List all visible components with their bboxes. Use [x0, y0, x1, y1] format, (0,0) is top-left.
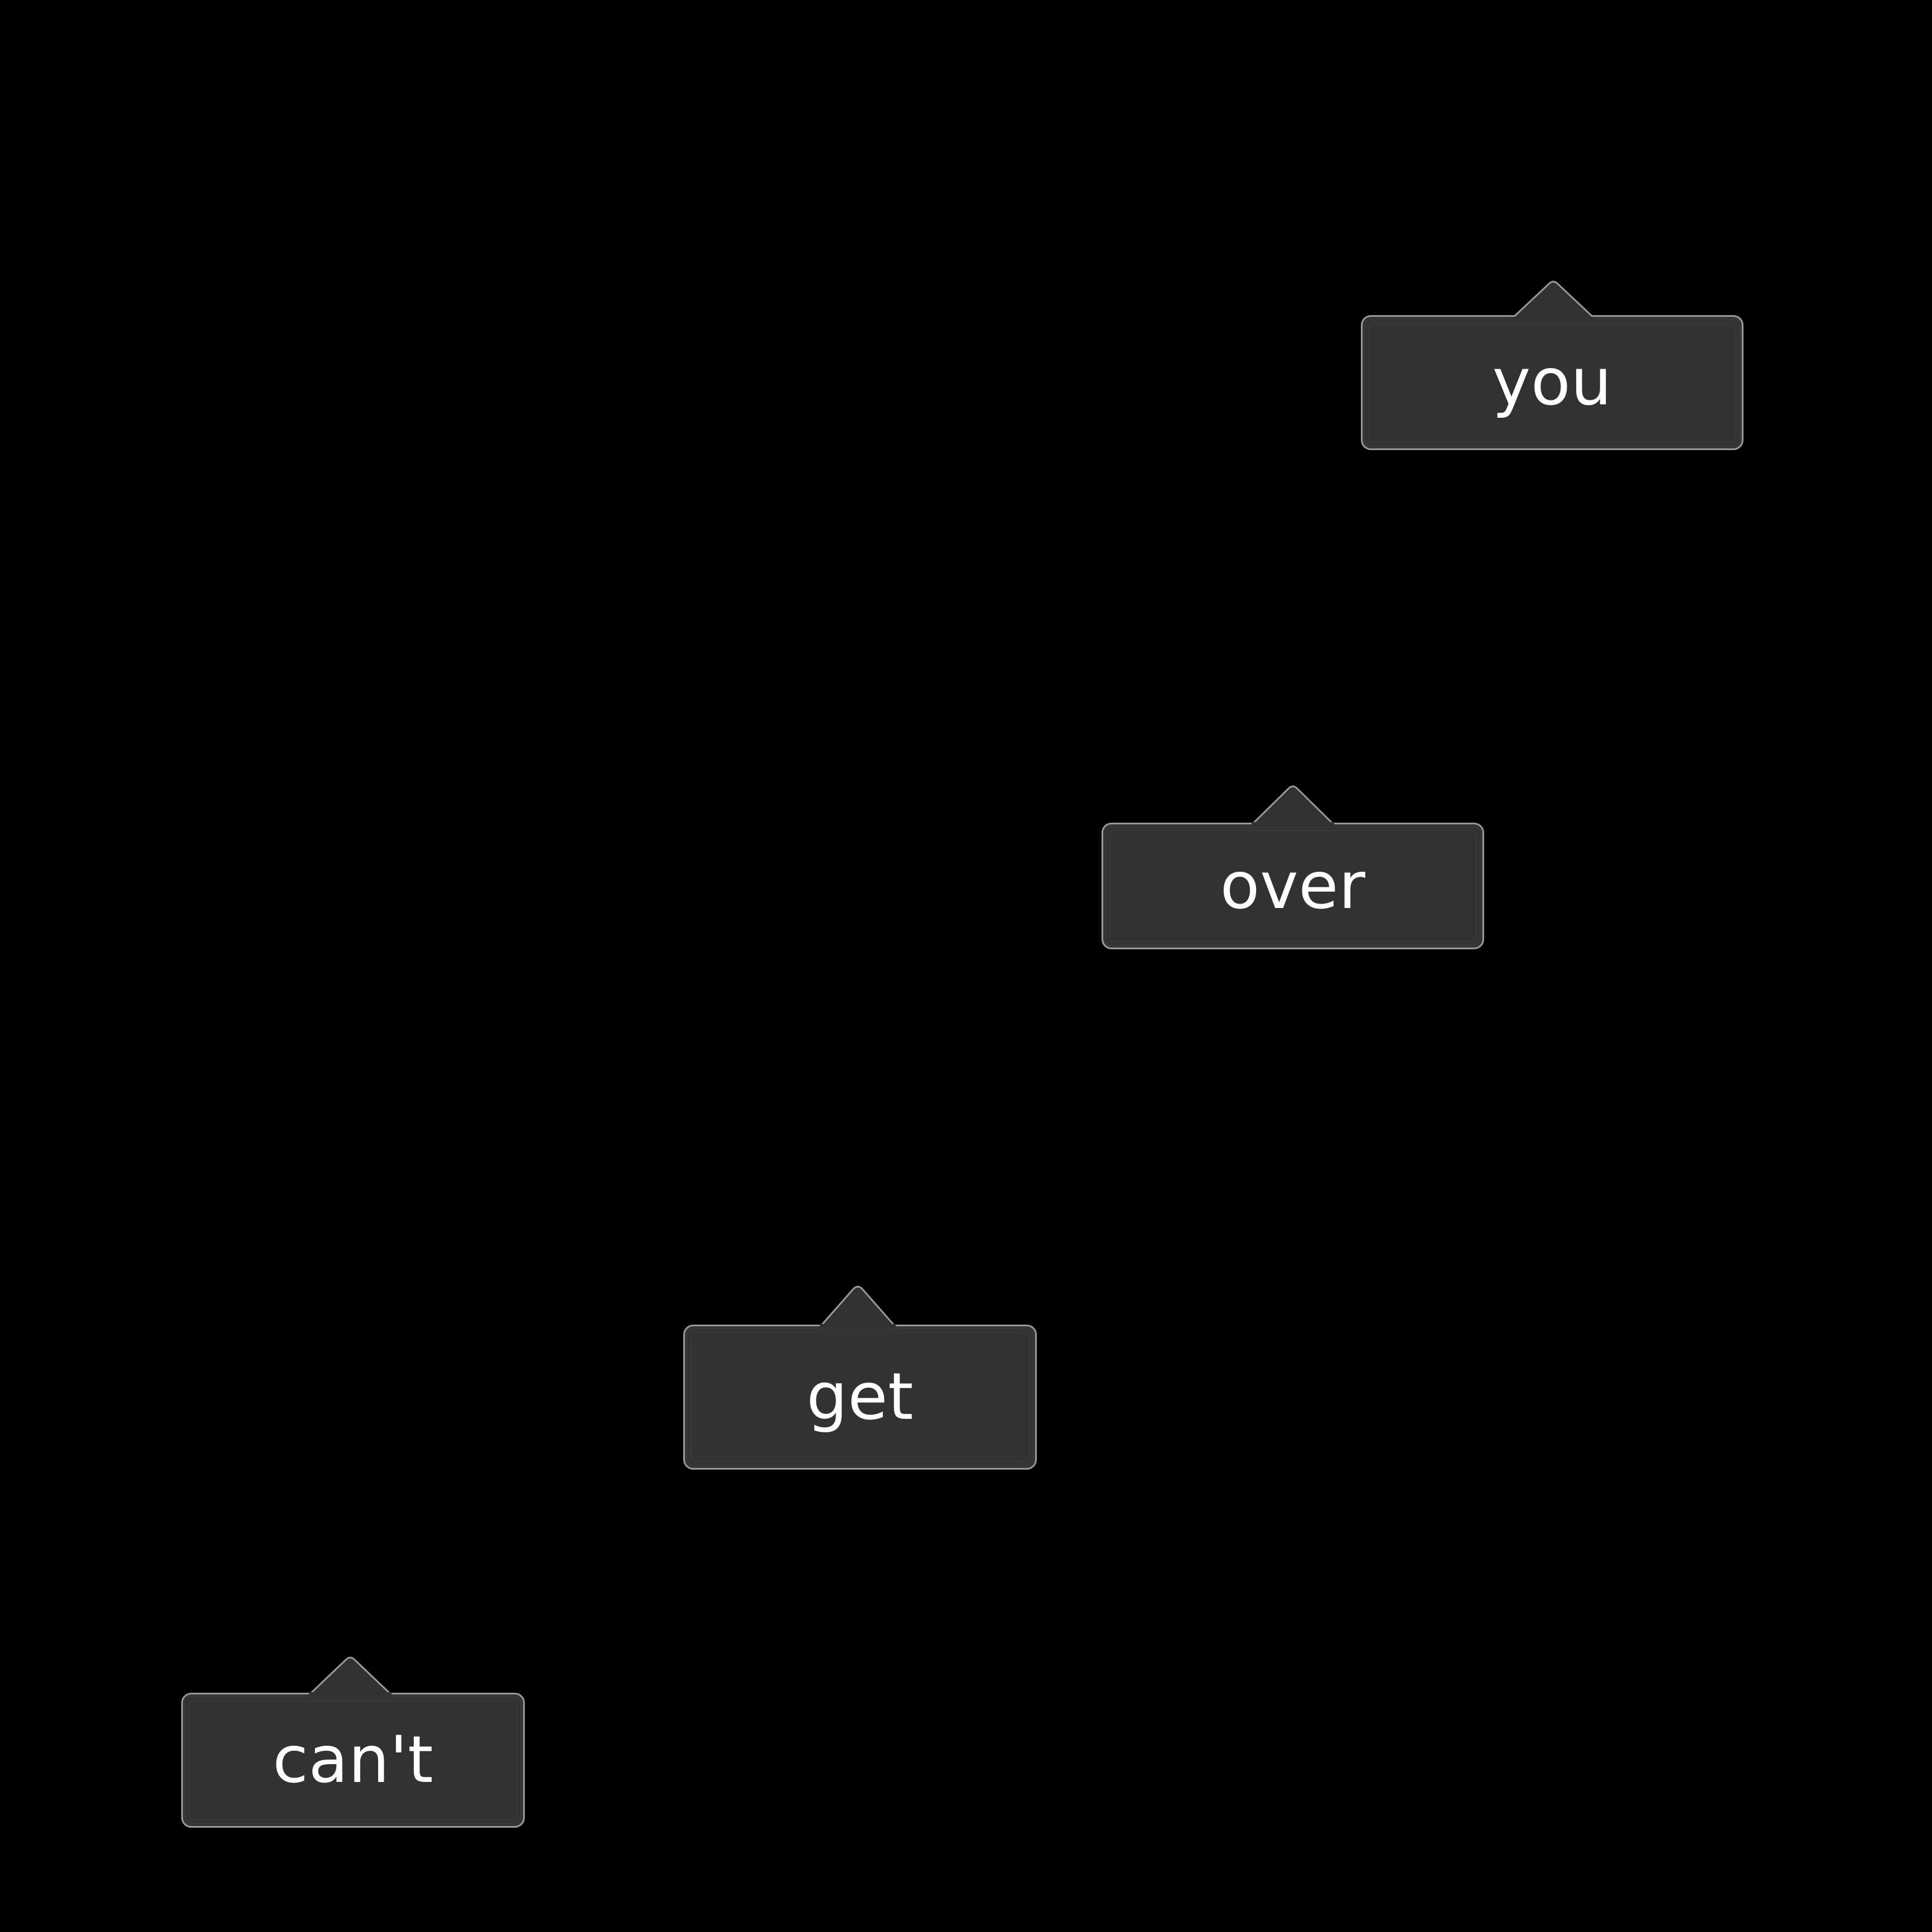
bubble-pointer-cant — [303, 1653, 397, 1697]
bubble-label-get: get — [806, 1359, 914, 1434]
bubble-pointer-you — [1505, 277, 1601, 321]
speech-bubble-cant[interactable]: can't — [181, 1656, 525, 1828]
speech-bubble-you[interactable]: you — [1361, 281, 1743, 450]
bubble-body-over[interactable]: over — [1102, 823, 1484, 949]
bubble-pointer-over — [1246, 781, 1340, 827]
bubble-body-cant[interactable]: can't — [181, 1693, 525, 1828]
bubble-label-you: you — [1492, 345, 1612, 420]
bubble-label-cant: can't — [272, 1722, 434, 1798]
bubble-label-over: over — [1220, 848, 1366, 924]
speech-bubble-over[interactable]: over — [1102, 785, 1484, 949]
bubble-body-you[interactable]: you — [1361, 315, 1743, 450]
bubble-pointer-get — [814, 1282, 901, 1329]
speech-bubble-get[interactable]: get — [683, 1286, 1037, 1470]
bubble-body-get[interactable]: get — [683, 1325, 1037, 1470]
